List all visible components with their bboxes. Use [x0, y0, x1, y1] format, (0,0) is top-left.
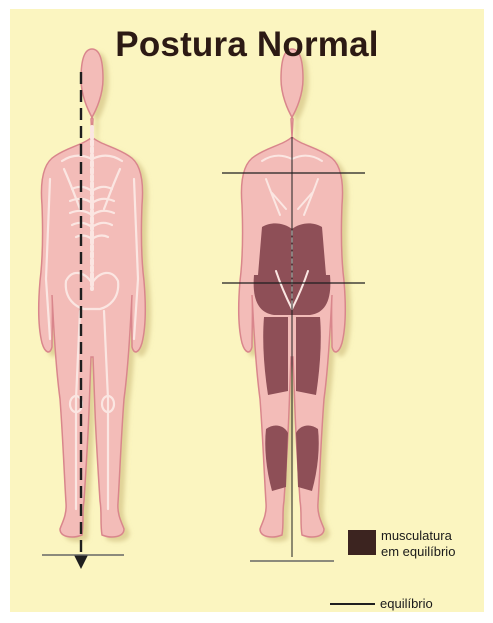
posture-illustration: [10, 9, 484, 612]
legend-line-label: equilíbrio: [380, 596, 433, 611]
page-title: Postura Normal: [10, 25, 484, 65]
legend-muscle-label-line2: em equilíbrio: [381, 544, 455, 559]
illustration-panel: Postura Normal musculatura em equilíbrio…: [10, 9, 484, 612]
legend-muscle-swatch: [348, 530, 376, 555]
legend-muscle-label-line1: musculatura: [381, 528, 452, 543]
